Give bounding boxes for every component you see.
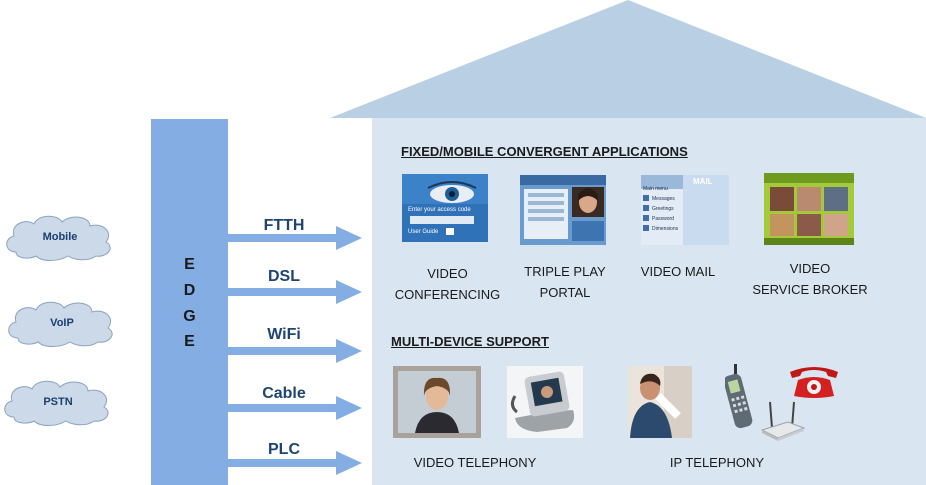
red-telephone-icon bbox=[786, 362, 842, 400]
access-arrows bbox=[228, 226, 362, 475]
edge-letter: E bbox=[184, 333, 195, 350]
mail-menu-0: Main menu bbox=[643, 186, 668, 192]
link-label-ftth: FTTH bbox=[263, 217, 305, 234]
link-label-dsl: DSL bbox=[268, 268, 300, 285]
app-label-line: PORTAL bbox=[539, 285, 591, 300]
video-phone-device-image bbox=[507, 366, 583, 438]
app-label-line: SERVICE BROKER bbox=[752, 282, 868, 297]
cloud-icon bbox=[6, 215, 111, 261]
app-label-triple-play-portal: TRIPLE PLAY PORTAL bbox=[510, 261, 620, 303]
app-label-line: VIDEO bbox=[789, 261, 831, 276]
device-label-video-telephony: VIDEO TELEPHONY bbox=[413, 455, 537, 470]
video-service-broker-image bbox=[764, 173, 854, 245]
arrow-plc bbox=[228, 451, 362, 475]
app-label-line: TRIPLE PLAY bbox=[524, 264, 606, 279]
device-label-ip-telephony: IP TELEPHONY bbox=[669, 455, 765, 470]
app-label-video-service-broker: VIDEO SERVICE BROKER bbox=[740, 258, 880, 300]
mail-menu-4: Dimensions bbox=[652, 226, 679, 232]
mail-brand-text: MAIL bbox=[693, 177, 713, 186]
edge-letter: D bbox=[183, 282, 196, 299]
app-label-line: CONFERENCING bbox=[394, 287, 501, 302]
app-label-video-conferencing: VIDEO CONFERENCING bbox=[385, 263, 510, 305]
conferencing-access-text: Enter your access code bbox=[408, 207, 471, 213]
arrow-ftth bbox=[228, 226, 362, 250]
app-label-line: VIDEO bbox=[427, 266, 468, 281]
ip-telephony-person-image bbox=[628, 366, 692, 438]
apps-section-title: FIXED/MOBILE CONVERGENT APPLICATIONS bbox=[401, 144, 688, 159]
mobile-phone-icon bbox=[725, 362, 755, 432]
arrow-wifi bbox=[228, 339, 362, 363]
app-label-video-mail: VIDEO MAIL bbox=[628, 261, 728, 282]
mail-menu-2: Greetings bbox=[652, 206, 674, 212]
cloud-icon bbox=[4, 380, 109, 426]
mail-menu-1: Messages bbox=[652, 196, 675, 202]
link-label-plc: PLC bbox=[268, 441, 300, 458]
mail-menu-3: Password bbox=[652, 216, 674, 222]
house-roof bbox=[330, 0, 926, 118]
arrow-cable bbox=[228, 396, 362, 420]
edge-bar bbox=[151, 119, 228, 485]
video-mail-image: MAIL Main menu Messages Greetings Passwo… bbox=[641, 175, 729, 245]
conferencing-user-text: User Guide bbox=[408, 229, 439, 235]
edge-letter: G bbox=[183, 308, 196, 325]
edge-letter: E bbox=[184, 256, 195, 273]
cloud-label-mobile: Mobile bbox=[42, 231, 78, 243]
cloud-pstn: PSTN bbox=[0, 377, 116, 427]
link-label-cable: Cable bbox=[262, 385, 306, 402]
arrow-dsl bbox=[228, 280, 362, 304]
cloud-label-pstn: PSTN bbox=[43, 396, 73, 408]
cloud-voip: VoIP bbox=[4, 298, 120, 348]
video-conferencing-image: Enter your access code User Guide bbox=[402, 174, 488, 242]
cloud-label-voip: VoIP bbox=[50, 317, 74, 329]
link-label-wifi: WiFi bbox=[267, 326, 301, 343]
app-label-line: VIDEO MAIL bbox=[640, 264, 716, 279]
triple-play-portal-image bbox=[520, 175, 606, 245]
cloud-icon bbox=[8, 301, 113, 347]
cloud-mobile: Mobile bbox=[2, 212, 118, 262]
wifi-access-point-icon bbox=[758, 398, 806, 442]
devices-section-title: MULTI-DEVICE SUPPORT bbox=[391, 334, 549, 349]
video-telephony-screen-image bbox=[393, 366, 481, 438]
